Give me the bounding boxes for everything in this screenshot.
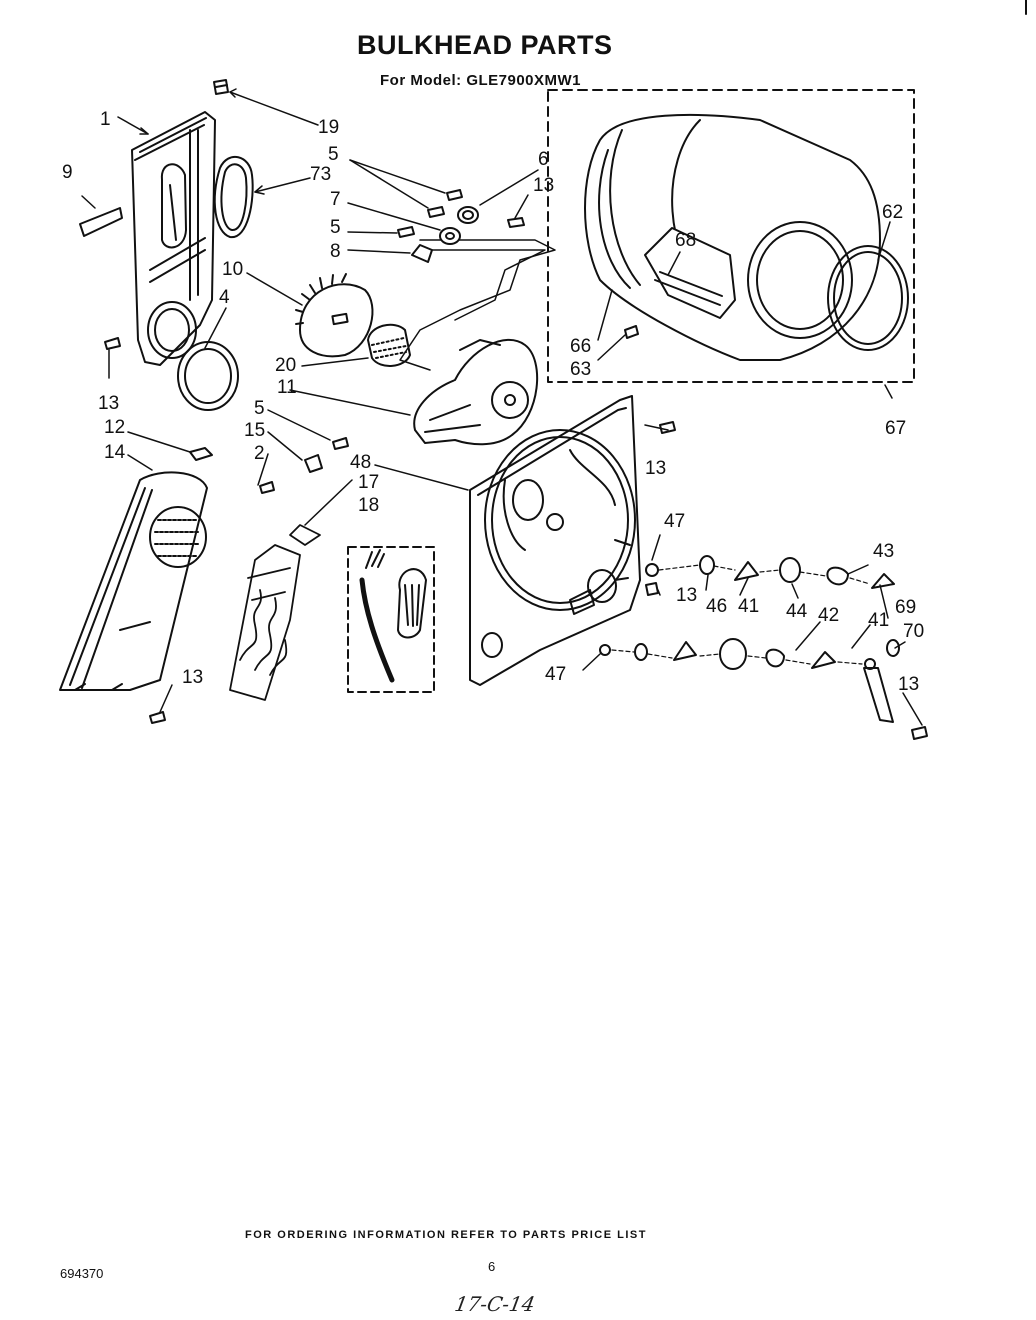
callout-73: 73 bbox=[310, 164, 332, 185]
callout-67: 67 bbox=[885, 418, 907, 439]
callout-62: 62 bbox=[882, 202, 904, 223]
callout-48: 48 bbox=[350, 452, 372, 473]
callout-63: 63 bbox=[570, 359, 592, 380]
blower-housing-11 bbox=[413, 339, 538, 446]
callout-68: 68 bbox=[675, 230, 697, 251]
callout-11: 11 bbox=[277, 377, 297, 398]
callout-2: 2 bbox=[254, 443, 265, 464]
callout-5b: 5 bbox=[330, 217, 341, 238]
callout-13b: 13 bbox=[98, 393, 120, 414]
leader-lines bbox=[81, 88, 923, 726]
callout-46: 46 bbox=[706, 596, 728, 617]
page-number: 6 bbox=[488, 1259, 496, 1274]
callout-13f: 13 bbox=[898, 674, 920, 695]
callout-1: 1 bbox=[100, 109, 111, 130]
wire-harness-2 bbox=[429, 249, 546, 321]
callout-10: 10 bbox=[222, 259, 244, 280]
brush-kit-18 bbox=[347, 546, 435, 693]
callout-12: 12 bbox=[104, 417, 126, 438]
callout-41b: 41 bbox=[868, 610, 890, 631]
clip-9 bbox=[79, 207, 123, 237]
callout-4: 4 bbox=[219, 287, 230, 308]
handwritten-note: 17-C-14 bbox=[452, 1292, 537, 1316]
callout-47a: 47 bbox=[664, 511, 686, 532]
drum-assembly-67 bbox=[547, 89, 915, 383]
heating-element-17 bbox=[229, 524, 321, 701]
callout-8: 8 bbox=[330, 241, 341, 262]
callout-19: 19 bbox=[318, 117, 340, 138]
callout-5a: 5 bbox=[328, 144, 339, 165]
filter-roll-20 bbox=[367, 323, 411, 367]
model-subtitle: For Model: GLE7900XMW1 bbox=[380, 72, 582, 89]
callout-13a: 13 bbox=[533, 175, 555, 196]
rear-bulkhead-48 bbox=[469, 395, 641, 686]
callout-7: 7 bbox=[330, 189, 341, 210]
callout-47b: 47 bbox=[545, 664, 567, 685]
callout-13c: 13 bbox=[182, 667, 204, 688]
callout-13d: 13 bbox=[645, 458, 667, 479]
callout-20: 20 bbox=[275, 355, 297, 376]
gasket-73 bbox=[213, 156, 254, 239]
callout-43: 43 bbox=[873, 541, 895, 562]
callout-18: 18 bbox=[358, 495, 380, 516]
callout-9: 9 bbox=[62, 162, 73, 183]
roller-hardware bbox=[149, 421, 928, 740]
callout-17: 17 bbox=[358, 472, 380, 493]
callout-5c: 5 bbox=[254, 398, 265, 419]
front-bulkhead-panel bbox=[131, 111, 216, 366]
callout-69: 69 bbox=[895, 597, 917, 618]
callout-42: 42 bbox=[818, 605, 840, 626]
fasteners-middle bbox=[104, 337, 349, 494]
callout-15: 15 bbox=[244, 420, 266, 441]
callout-41a: 41 bbox=[738, 596, 760, 617]
lint-filter-14 bbox=[59, 471, 208, 691]
ordering-note: FOR ORDERING INFORMATION REFER TO PARTS … bbox=[245, 1229, 647, 1241]
plug-19 bbox=[213, 79, 229, 95]
callout-14: 14 bbox=[104, 442, 126, 463]
callout-44: 44 bbox=[786, 601, 808, 622]
callout-13e: 13 bbox=[676, 585, 698, 606]
fasteners-upper bbox=[397, 189, 525, 263]
callout-66: 66 bbox=[570, 336, 592, 357]
document-number: 694370 bbox=[60, 1266, 104, 1281]
blower-wheel-10 bbox=[295, 273, 374, 358]
callout-70: 70 bbox=[903, 621, 925, 642]
page-title: BULKHEAD PARTS bbox=[357, 30, 613, 60]
seal-4 bbox=[177, 341, 239, 411]
wire-harness bbox=[399, 239, 556, 371]
callout-6: 6 bbox=[538, 149, 549, 170]
